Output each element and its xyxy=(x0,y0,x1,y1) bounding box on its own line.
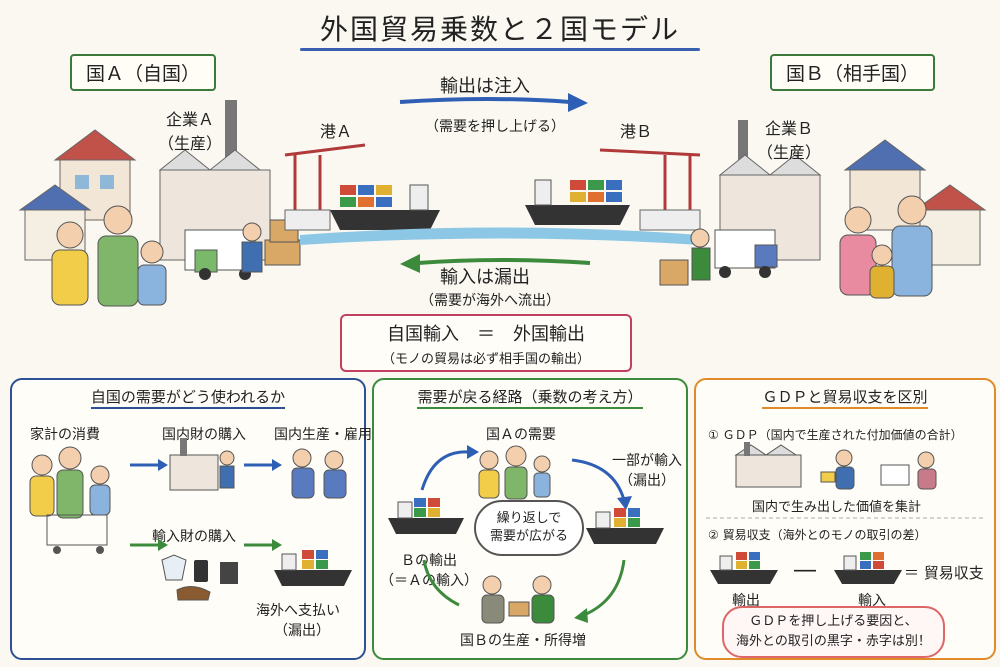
gdp-caption: 国内で生み出した価値を集計 xyxy=(752,500,922,515)
truck-icon xyxy=(714,229,778,278)
workers-icon xyxy=(291,448,347,499)
b-export-label: Ｂの輸出（＝Ａの輸入） xyxy=(380,553,478,589)
trade-balance-heading: ② 貿易収支（海外とのモノの取引の差） xyxy=(708,528,927,542)
export-sub: （需要を押し上げる） xyxy=(425,119,565,135)
office-worker-icon xyxy=(880,451,937,490)
panel1-title: 自国の需要がどう使われるか xyxy=(90,388,286,409)
crane-a-icon xyxy=(284,143,366,231)
page-title: 外国貿易乗数と２国モデル xyxy=(319,13,680,46)
country-b-label: 国Ｂ（相手国） xyxy=(770,54,936,91)
cycle-arrow-icon xyxy=(422,559,460,607)
b-income-label: 国Ｂの生産・所得増 xyxy=(460,633,586,649)
worker-b-icon xyxy=(659,228,711,286)
family-a-icon xyxy=(51,205,167,307)
panel2-art xyxy=(388,445,664,624)
country-a-label: 国Ａ（自国） xyxy=(70,54,217,91)
family-b-icon xyxy=(839,195,933,299)
cycle-arrow-icon xyxy=(571,458,632,510)
identity-box: 自国輸入 ＝ 外国輸出 （モノの貿易は必ず相手国の輸出） xyxy=(340,314,632,372)
port-b-label: 港Ｂ xyxy=(620,122,653,141)
panel-demand-use: 自国の需要がどう使われるか 家計の消費 国内財の購入 国内生産・雇用へ 輸入財の… xyxy=(10,378,386,660)
note-box: ＧＤＰを押し上げる要因と、海外との取引の黒字・赤字は別！ xyxy=(722,606,945,658)
identity-text: 自国輸入 ＝ 外国輸出 xyxy=(387,324,585,345)
equals-trade-balance: ＝ 貿易収支 xyxy=(904,564,984,582)
demand-a-label: 国Ａの需要 xyxy=(486,427,556,443)
import-sub: （需要が海外へ流出） xyxy=(420,293,560,309)
import-arrow-icon xyxy=(400,254,591,273)
firm-a-label: 企業Ａ（生産） xyxy=(158,110,223,153)
export-arrow-icon xyxy=(399,93,588,112)
factory-icon xyxy=(734,442,802,488)
import-goods-label: 輸入財の購入 xyxy=(152,529,236,545)
ship-icon xyxy=(586,508,664,544)
panel1-art xyxy=(29,438,352,601)
identity-sub: （モノの貿易は必ず相手国の輸出） xyxy=(381,352,590,367)
workers-icon xyxy=(481,575,555,624)
family-icon xyxy=(478,445,551,500)
ship-icon xyxy=(274,550,352,586)
arrow-right-icon xyxy=(130,459,168,471)
import-ship-icon xyxy=(834,552,902,584)
leak-label-1: （漏出） xyxy=(274,623,330,639)
cycle-arrow-icon xyxy=(574,559,626,623)
panel3-title: ＧＤＰと貿易収支を区別 xyxy=(762,388,928,409)
arrow-right-icon xyxy=(130,539,168,551)
sea xyxy=(300,227,700,245)
export-ship-icon xyxy=(710,552,778,584)
domestic-prod-label: 国内生産・雇用へ xyxy=(274,427,386,443)
title-underline xyxy=(300,48,700,51)
overseas-pay-label: 海外へ支払い xyxy=(256,603,340,619)
gdp-heading: ① ＧＤＰ（国内で生産された付加価値の合計） xyxy=(708,428,963,442)
ship-b-icon xyxy=(525,179,630,225)
import-label: 輸入は漏出 xyxy=(440,267,530,288)
cycle-arrow-icon xyxy=(420,445,479,491)
arrow-right-icon xyxy=(244,539,282,551)
factory-icon xyxy=(169,438,235,491)
household-label: 家計の消費 xyxy=(30,427,100,443)
import-caption: 輸入 xyxy=(858,593,886,609)
ship-a-icon xyxy=(330,184,440,230)
export-label: 輸出は注入 xyxy=(440,76,530,97)
arrow-right-icon xyxy=(244,459,282,471)
imported-goods-icon xyxy=(161,554,238,601)
port-a-label: 港Ａ xyxy=(320,122,353,141)
trade-scene xyxy=(18,93,987,307)
crane-b-icon xyxy=(599,148,701,231)
cloud-bubble: 繰り返しで需要が広がる xyxy=(474,500,585,556)
shopping-family-icon xyxy=(29,446,111,554)
ship-icon xyxy=(388,498,464,534)
export-caption: 輸出 xyxy=(732,593,760,609)
panel-multiplier: 需要が戻る経路（乗数の考え方） 国Ａの需要 一部が輸入（漏出） 繰り返しで需要が… xyxy=(372,378,688,660)
minus-sign: ― xyxy=(794,558,816,583)
panel-gdp-trade: ＧＤＰと貿易収支を区別 ① ＧＤＰ（国内で生産された付加価値の合計） 国内で生み… xyxy=(694,378,996,660)
firm-b-label: 企業Ｂ（生産） xyxy=(757,119,822,162)
panel2-title: 需要が戻る経路（乗数の考え方） xyxy=(417,388,643,409)
house-icon xyxy=(843,139,927,231)
panel3-art xyxy=(706,442,984,584)
part-import-label: 一部が輸入（漏出） xyxy=(612,453,682,489)
worker-icon xyxy=(820,449,855,490)
